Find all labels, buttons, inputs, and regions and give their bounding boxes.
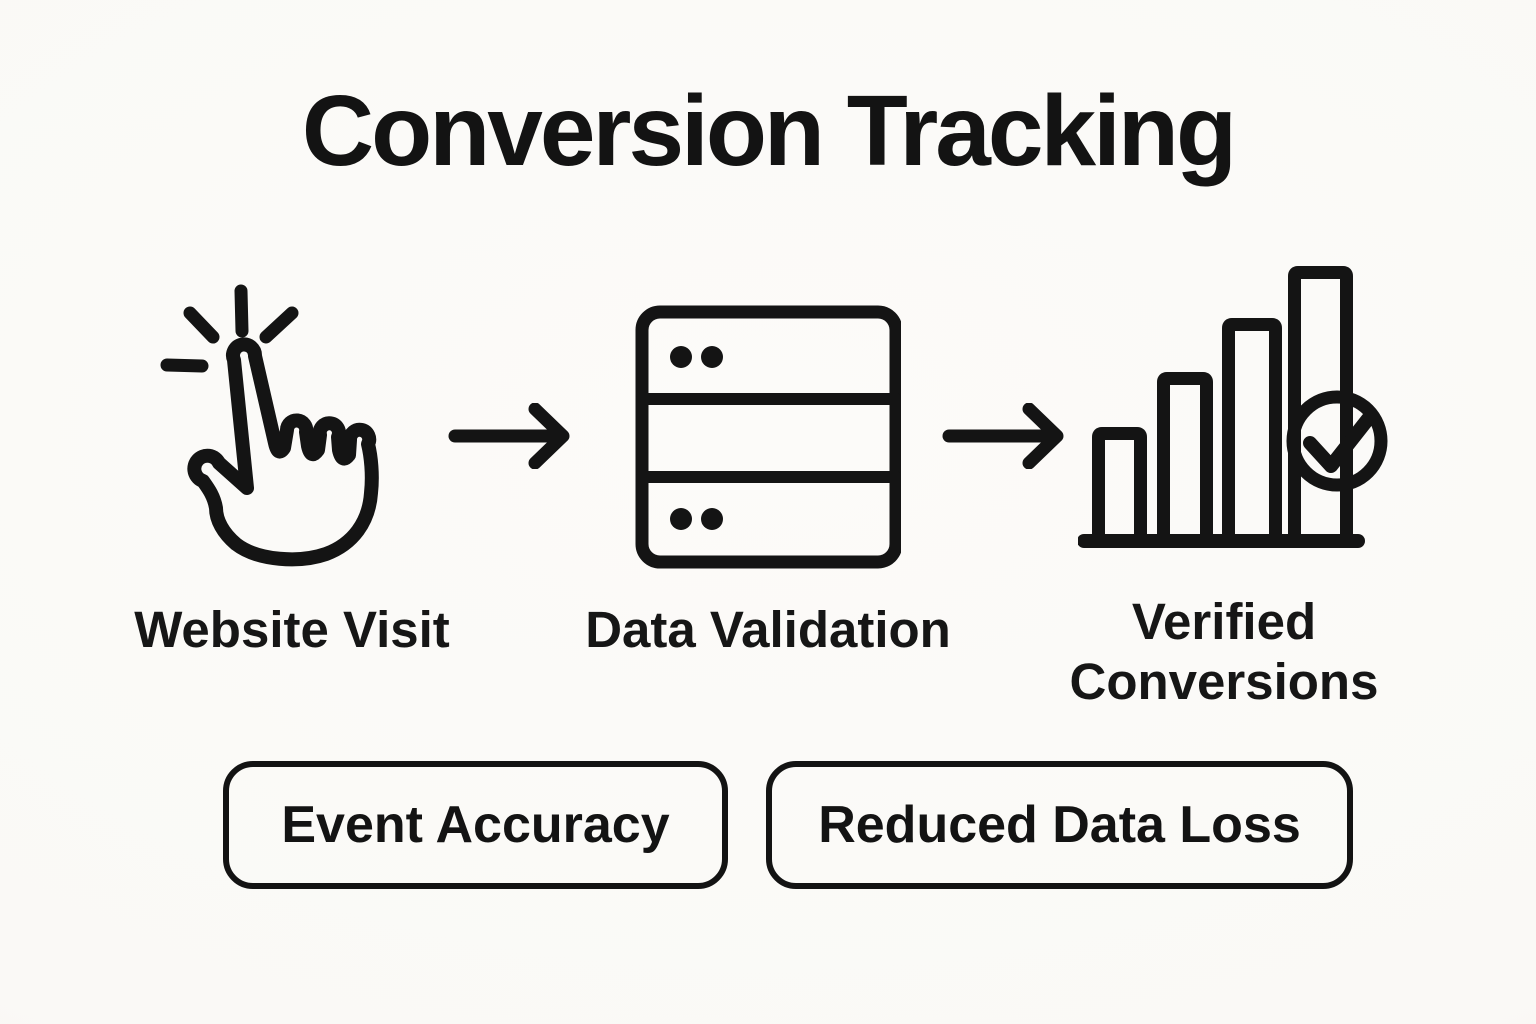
click-cursor-icon	[160, 284, 379, 567]
click-ray-icon	[234, 284, 249, 338]
click-ray-icon	[183, 306, 220, 344]
pointer-hand-shape	[187, 337, 379, 567]
arrow-right-icon	[448, 403, 570, 469]
badge-reduced-data-loss: Reduced Data Loss	[766, 761, 1353, 889]
bar-chart-check-icon	[1078, 266, 1388, 548]
step-label-data-validation: Data Validation	[585, 601, 951, 658]
checkmark-icon	[1303, 412, 1375, 473]
server-body	[635, 305, 901, 569]
server-database-icon	[635, 305, 901, 569]
step-label-website-visit: Website Visit	[134, 601, 450, 658]
server-leds	[670, 346, 723, 530]
check-circle	[1286, 390, 1388, 492]
arrow-right-icon	[942, 403, 1064, 469]
badge-label: Reduced Data Loss	[818, 796, 1301, 854]
chart-bars	[1092, 266, 1353, 548]
click-ray-icon	[160, 358, 209, 373]
badge-label: Event Accuracy	[281, 796, 670, 854]
badge-event-accuracy: Event Accuracy	[223, 761, 728, 889]
step-label-verified-conversions: Verified Conversions	[1069, 593, 1379, 710]
click-ray-icon	[259, 306, 299, 344]
page-title: Conversion Tracking	[301, 75, 1237, 187]
